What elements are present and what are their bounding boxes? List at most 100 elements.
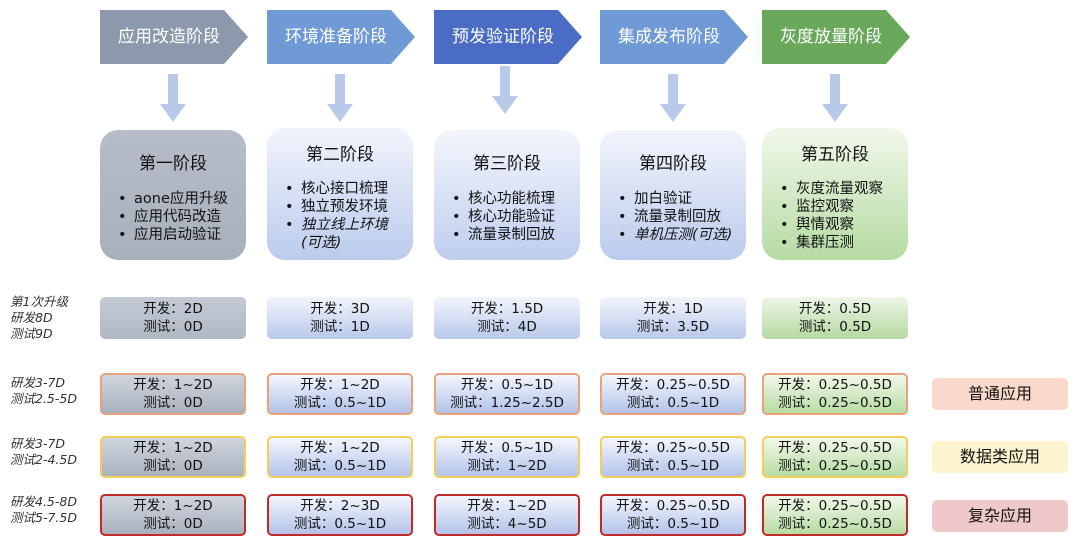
bullet-icon: •: [285, 199, 294, 215]
phase-task-text: 应用启动验证: [134, 227, 221, 243]
stage-label: 应用改造阶段: [118, 27, 220, 47]
bullet-icon: •: [618, 209, 627, 225]
row-label-line: 研发3-7D: [10, 436, 66, 451]
dev-effort: 开发：0.25~0.5D: [778, 440, 892, 456]
test-effort: 测试：0.5~1D: [293, 458, 387, 474]
phase-card-5: 第五阶段•灰度流量观察•监控观察•舆情观察•集群压测: [762, 128, 908, 260]
phase-task-item: •应用启动验证: [116, 226, 228, 244]
row-label-line: 研发8D: [10, 310, 53, 325]
stage-arrow-shape: [600, 10, 748, 64]
down-arrow-icon: [822, 74, 848, 122]
stage-arrow-fill: [762, 10, 910, 64]
phase-task-list: •灰度流量观察•监控观察•舆情观察•集群压测: [778, 180, 883, 252]
phase-task-text: 流量录制回放: [468, 227, 555, 243]
test-effort: 测试：0.5~1D: [626, 458, 720, 474]
dev-effort: 开发：1D: [643, 301, 703, 317]
test-effort: 测试：0.25~0.5D: [778, 395, 892, 411]
row-label-line: 研发3-7D: [10, 375, 66, 390]
stage-arrow-4: 集成发布阶段: [600, 10, 748, 64]
bullet-icon: •: [118, 191, 127, 207]
phase-card-3: 第三阶段•核心功能梳理•核心功能验证•流量录制回放: [434, 130, 580, 260]
bullet-icon: •: [452, 191, 461, 207]
phase-card-1: 第一阶段•aone应用升级•应用代码改造•应用启动验证: [100, 130, 246, 260]
phase-task-text: 单机压测(可选): [634, 227, 733, 243]
bullet-icon: •: [780, 217, 789, 233]
bullet-icon: •: [618, 227, 627, 243]
dev-effort: 开发：1~2D: [300, 377, 380, 393]
phase-task-item: •舆情观察: [778, 216, 883, 234]
phase-task-text: 流量录制回放: [634, 209, 721, 225]
dev-effort: 开发：1~2D: [300, 440, 380, 456]
dev-effort: 开发：2~3D: [300, 498, 380, 514]
bullet-icon: •: [118, 209, 127, 225]
effort-cell: 开发：0.5D 测试：0.5D: [762, 297, 908, 339]
dev-effort: 开发：3D: [310, 301, 370, 317]
dev-effort: 开发：0.25~0.5D: [616, 377, 730, 393]
phase-task-item: • 独立预发环境: [283, 198, 393, 216]
effort-cell: 开发：2D 测试：0D: [100, 297, 246, 339]
stage-label: 预发验证阶段: [452, 27, 554, 47]
down-arrow-icon: [660, 74, 686, 122]
down-arrow-fill: [160, 74, 186, 122]
test-effort: 测试：4~5D: [467, 516, 547, 532]
effort-cell: 开发：1~2D 测试：0.5~1D: [267, 436, 413, 478]
dev-effort: 开发：2D: [143, 301, 203, 317]
test-effort: 测试：0.5~1D: [626, 516, 720, 532]
test-effort: 测试：0.25~0.5D: [778, 458, 892, 474]
stage-arrow-fill: [100, 10, 248, 64]
bullet-icon: •: [618, 191, 627, 207]
phase-task-item: • 单机压测(可选): [616, 226, 732, 244]
test-effort: 测试：0.5~1D: [293, 395, 387, 411]
row-label-line: 研发4.5-8D: [10, 494, 77, 509]
dev-effort: 开发：1.5D: [470, 301, 544, 317]
test-effort: 测试：0.5D: [798, 319, 872, 335]
effort-cell: 开发：0.25~0.5D 测试：0.25~0.5D: [762, 373, 908, 415]
dev-effort: 开发：1~2D: [133, 377, 213, 393]
down-arrow-fill: [492, 66, 518, 114]
test-effort: 测试：0D: [143, 319, 203, 335]
bullet-icon: •: [780, 181, 789, 197]
phase-card-4: 第四阶段•加白验证•流量录制回放•单机压测(可选): [600, 130, 746, 260]
test-effort: 测试：0.25~0.5D: [778, 516, 892, 532]
effort-cell: 开发：0.25~0.5D 测试：0.5~1D: [600, 436, 746, 478]
phase-card-2: 第二阶段•核心接口梳理•独立预发环境•独立线上环境(可选): [267, 128, 413, 260]
dev-effort: 开发：0.5D: [798, 301, 872, 317]
stage-label: 灰度放量阶段: [780, 27, 882, 47]
stage-label: 环境准备阶段: [285, 27, 387, 47]
test-effort: 测试：3.5D: [636, 319, 710, 335]
down-arrow-fill: [822, 74, 848, 122]
stage-arrow-shape: [434, 10, 582, 64]
down-arrow-fill: [327, 74, 353, 122]
row-label-line: 测试9D: [10, 326, 53, 341]
dev-effort: 开发：0.5~1D: [460, 377, 554, 393]
stage-arrow-3: 预发验证阶段: [434, 10, 582, 64]
phase-task-list: •加白验证•流量录制回放•单机压测(可选): [616, 190, 732, 244]
stage-arrow-fill: [600, 10, 748, 64]
phase-title: 第一阶段: [139, 154, 207, 174]
dev-effort: 开发：0.25~0.5D: [616, 440, 730, 456]
phase-task-item: • 流量录制回放: [616, 208, 732, 226]
phase-task-text: 独立预发环境: [301, 199, 388, 215]
phase-task-text: 监控观察: [796, 199, 854, 215]
phase-task-text: 应用代码改造: [134, 209, 221, 225]
row-label-line: 测试2-4.5D: [10, 452, 77, 467]
effort-cell: 开发：1~2D 测试：0.5~1D: [267, 373, 413, 415]
down-arrow-icon: [160, 74, 186, 122]
phase-task-item: •核心接口梳理: [283, 180, 393, 198]
phase-title: 第三阶段: [473, 154, 541, 174]
phase-task-list: •核心接口梳理•独立预发环境•独立线上环境(可选): [283, 180, 393, 252]
phase-task-text: 核心功能验证: [468, 209, 555, 225]
dev-effort: 开发：0.25~0.5D: [778, 377, 892, 393]
effort-cell: 开发：1D 测试：3.5D: [600, 297, 746, 339]
